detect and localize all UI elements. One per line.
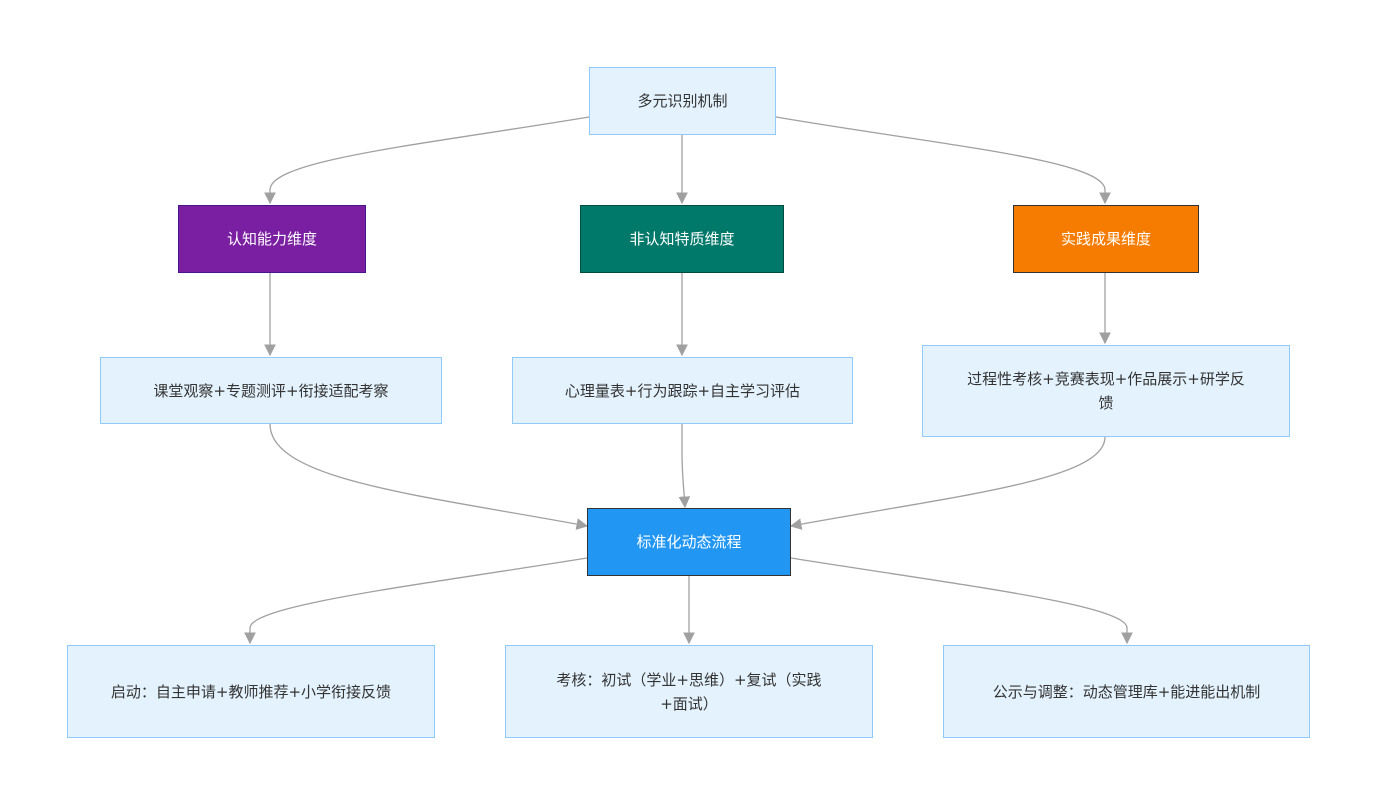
- node-step-assess: 考核：初试（学业+思维）+复试（实践+面试）: [505, 645, 873, 738]
- node-method-cognitive: 课堂观察+专题测评+衔接适配考察: [100, 357, 442, 424]
- node-method-noncognitive-label: 心理量表+行为跟踪+自主学习评估: [564, 381, 801, 400]
- node-dim-noncognitive-label: 非认知特质维度: [629, 230, 735, 248]
- edge-process-publicize: [790, 557, 1133, 645]
- node-root-label: 多元识别机制: [637, 92, 728, 110]
- node-step-publicize: 公示与调整：动态管理库+能进能出机制: [943, 645, 1310, 738]
- node-dim-cognitive-label: 认知能力维度: [226, 230, 317, 248]
- edge-method-noncognitive-process: [678, 424, 691, 509]
- node-step-start-label: 启动：自主申请+教师推荐+小学衔接反馈: [110, 682, 392, 701]
- node-method-practice-label: 过程性考核+竞赛表现+作品展示+研学反馈: [967, 370, 1245, 412]
- node-step-start: 启动：自主申请+教师推荐+小学衔接反馈: [67, 645, 435, 738]
- edge-root-cognitive: [264, 116, 590, 205]
- node-dim-noncognitive: 非认知特质维度: [580, 205, 784, 273]
- edge-process-start: [244, 557, 588, 645]
- edge-method-practice-process: [789, 436, 1106, 530]
- edge-method-cognitive-process: [269, 423, 589, 530]
- node-dim-practice: 实践成果维度: [1013, 205, 1199, 273]
- node-method-cognitive-label: 课堂观察+专题测评+衔接适配考察: [153, 381, 389, 400]
- node-step-publicize-label: 公示与调整：动态管理库+能进能出机制: [992, 682, 1261, 701]
- node-step-assess-label: 考核：初试（学业+思维）+复试（实践+面试）: [556, 670, 822, 713]
- node-process-label: 标准化动态流程: [636, 533, 742, 551]
- node-method-noncognitive: 心理量表+行为跟踪+自主学习评估: [512, 357, 853, 424]
- node-dim-practice-label: 实践成果维度: [1060, 230, 1151, 248]
- node-process: 标准化动态流程: [587, 508, 791, 576]
- node-root: 多元识别机制: [589, 67, 776, 135]
- node-dim-cognitive: 认知能力维度: [178, 205, 366, 273]
- edge-root-practice: [775, 116, 1111, 205]
- node-method-practice: 过程性考核+竞赛表现+作品展示+研学反馈: [922, 345, 1290, 437]
